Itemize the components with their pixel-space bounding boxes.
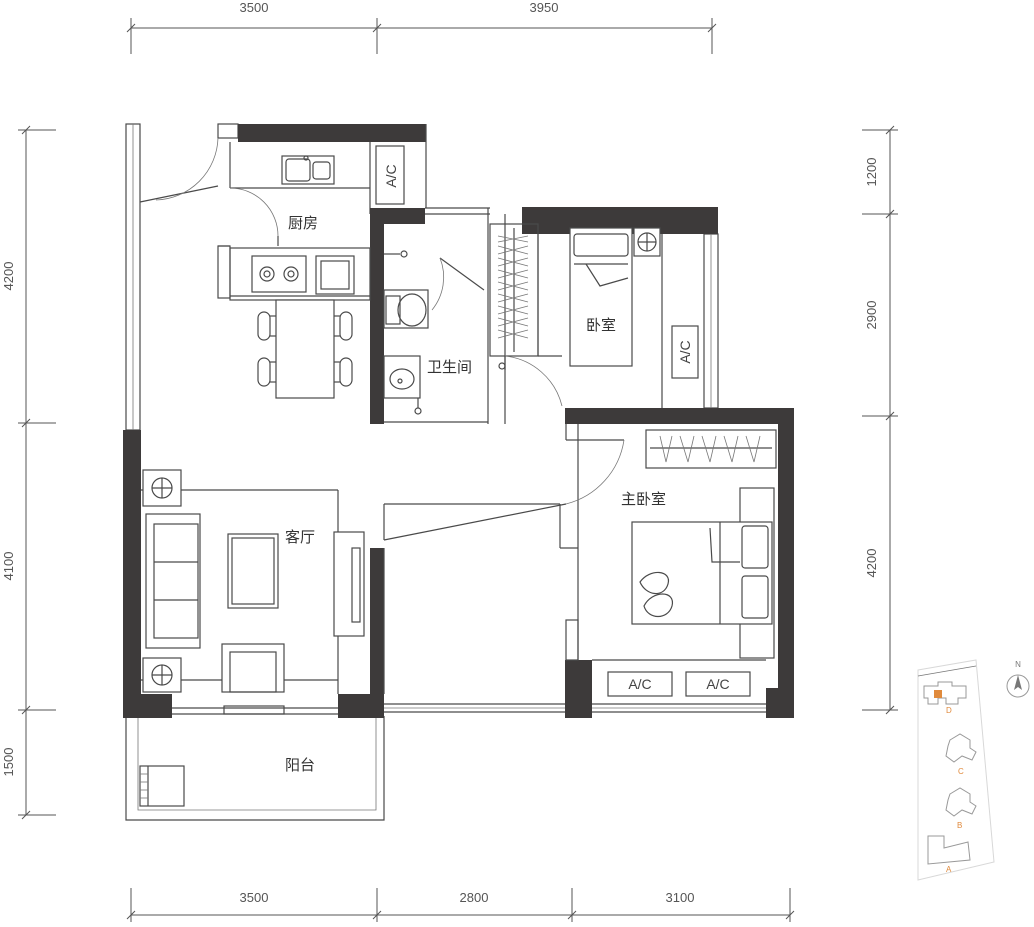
armchair (221, 643, 285, 693)
building-b-shape (945, 787, 977, 817)
left-dim-1: 4200 (1, 262, 16, 291)
lamp-table-top (142, 469, 182, 507)
washing-machine (139, 765, 185, 807)
bottom-dim-3: 3100 (666, 890, 695, 905)
air-conditioner-bedroom: A/C (671, 325, 699, 379)
master-wardrobe (645, 429, 777, 469)
sofa (145, 513, 201, 649)
ac-label-kitchen: A/C (383, 164, 399, 187)
room-label-bedroom: 卧室 (586, 316, 616, 334)
building-b-label: B (957, 821, 962, 830)
building-d-shape (923, 681, 967, 705)
room-label-balcony: 阳台 (285, 756, 315, 774)
right-dimension-line: 1200 2900 4200 (862, 125, 898, 715)
compass-icon: N (1006, 660, 1030, 698)
structural-walls (123, 124, 794, 718)
double-bed (631, 487, 775, 659)
kitchen-sink (281, 155, 335, 185)
room-label-kitchen: 厨房 (288, 214, 318, 232)
bottom-dim-2: 2800 (460, 890, 489, 905)
tv-cabinet (333, 531, 365, 637)
dining-table (257, 299, 353, 399)
lamp-table-bottom (142, 657, 182, 693)
bottom-dimension-line: 3500 2800 3100 (126, 888, 795, 922)
building-c-label: C (958, 767, 964, 776)
single-bed (569, 227, 661, 367)
room-label-master-bedroom: 主卧室 (621, 490, 666, 508)
right-dim-3: 4200 (864, 549, 879, 578)
building-a-shape (927, 835, 971, 865)
right-dim-2: 2900 (864, 301, 879, 330)
room-label-bathroom: 卫生间 (427, 358, 472, 376)
ac-label-bedroom: A/C (677, 340, 693, 363)
ac-label-master-2: A/C (706, 676, 729, 692)
left-dim-2: 4100 (1, 552, 16, 581)
bottom-dim-1: 3500 (240, 890, 269, 905)
air-conditioner-master-1: A/C (607, 671, 673, 697)
air-conditioner-master-2: A/C (685, 671, 751, 697)
building-c-shape (945, 733, 977, 763)
top-dimension-line: 3500 3950 (126, 0, 717, 54)
left-dimension-line: 4200 4100 1500 (1, 125, 56, 820)
top-dim-1: 3500 (240, 0, 269, 15)
kitchen-counter-lower (229, 247, 371, 301)
ac-label-master-1: A/C (628, 676, 651, 692)
site-map-outline (917, 659, 995, 881)
compass-north-label: N (1015, 660, 1021, 669)
right-dim-1: 1200 (864, 158, 879, 187)
left-dim-3: 1500 (1, 748, 16, 777)
air-conditioner-kitchen: A/C (375, 145, 405, 205)
building-a-label: A (946, 865, 952, 874)
site-key-map: D C B A (917, 659, 995, 881)
thin-wall-lines (125, 123, 766, 821)
bedroom-wardrobe (497, 228, 529, 352)
door-swings (139, 137, 625, 541)
top-dim-2: 3950 (530, 0, 559, 15)
building-d-label: D (946, 706, 952, 715)
room-label-living-room: 客厅 (285, 528, 315, 546)
bathroom-fixtures (383, 250, 506, 415)
coffee-table (227, 533, 279, 609)
